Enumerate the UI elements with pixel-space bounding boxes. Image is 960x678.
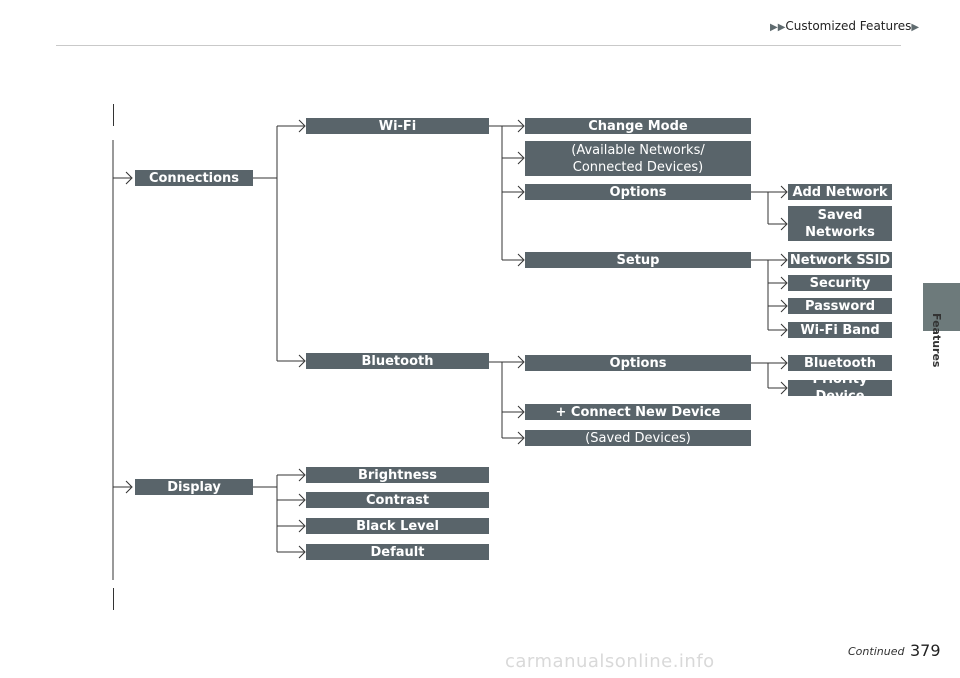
breadcrumb-trail-icon: ▶ [911, 22, 920, 33]
continued-label: Continued [848, 645, 905, 658]
menu-item-display: Display [135, 479, 253, 495]
crop-mark-bottom [113, 588, 114, 610]
section-tab [923, 283, 960, 331]
menu-item-wifi-options: Options [525, 184, 751, 200]
menu-item-saved-devices: (Saved Devices) [525, 430, 751, 446]
menu-item-connect-new-device: + Connect New Device [525, 404, 751, 420]
menu-item-contrast: Contrast [306, 492, 489, 508]
menu-item-black-level: Black Level [306, 518, 489, 534]
menu-item-setup: Setup [525, 252, 751, 268]
menu-item-wifi: Wi-Fi [306, 118, 489, 134]
breadcrumb-title: Customized Features [785, 19, 912, 33]
menu-item-saved-networks: Saved Networks [788, 206, 892, 241]
section-tab-label: Features [930, 313, 943, 368]
menu-item-bt-options: Options [525, 355, 751, 371]
menu-item-bluetooth: Bluetooth [306, 353, 489, 369]
crop-mark-top [113, 104, 114, 126]
page-number: 379 [910, 641, 941, 660]
watermark: carmanualsonline.info [505, 651, 715, 672]
menu-item-default: Default [306, 544, 489, 560]
header-rule [56, 45, 901, 46]
menu-item-wifi-band: Wi-Fi Band [788, 322, 892, 338]
menu-item-priority-device: Priority Device [788, 372, 892, 404]
menu-item-connections: Connections [135, 170, 253, 186]
menu-item-brightness: Brightness [306, 467, 489, 483]
menu-item-change-mode: Change Mode [525, 118, 751, 134]
breadcrumb: ▶▶Customized Features▶ [770, 19, 919, 33]
menu-item-password: Password [788, 298, 892, 314]
menu-item-security: Security [788, 275, 892, 291]
menu-item-bt-bluetooth: Bluetooth [788, 355, 892, 371]
breadcrumb-arrows-icon: ▶▶ [770, 22, 786, 33]
menu-item-add-network: Add Network [788, 184, 892, 200]
menu-item-available-networks: (Available Networks/ Connected Devices) [525, 141, 751, 176]
menu-item-network-ssid: Network SSID [788, 252, 892, 268]
